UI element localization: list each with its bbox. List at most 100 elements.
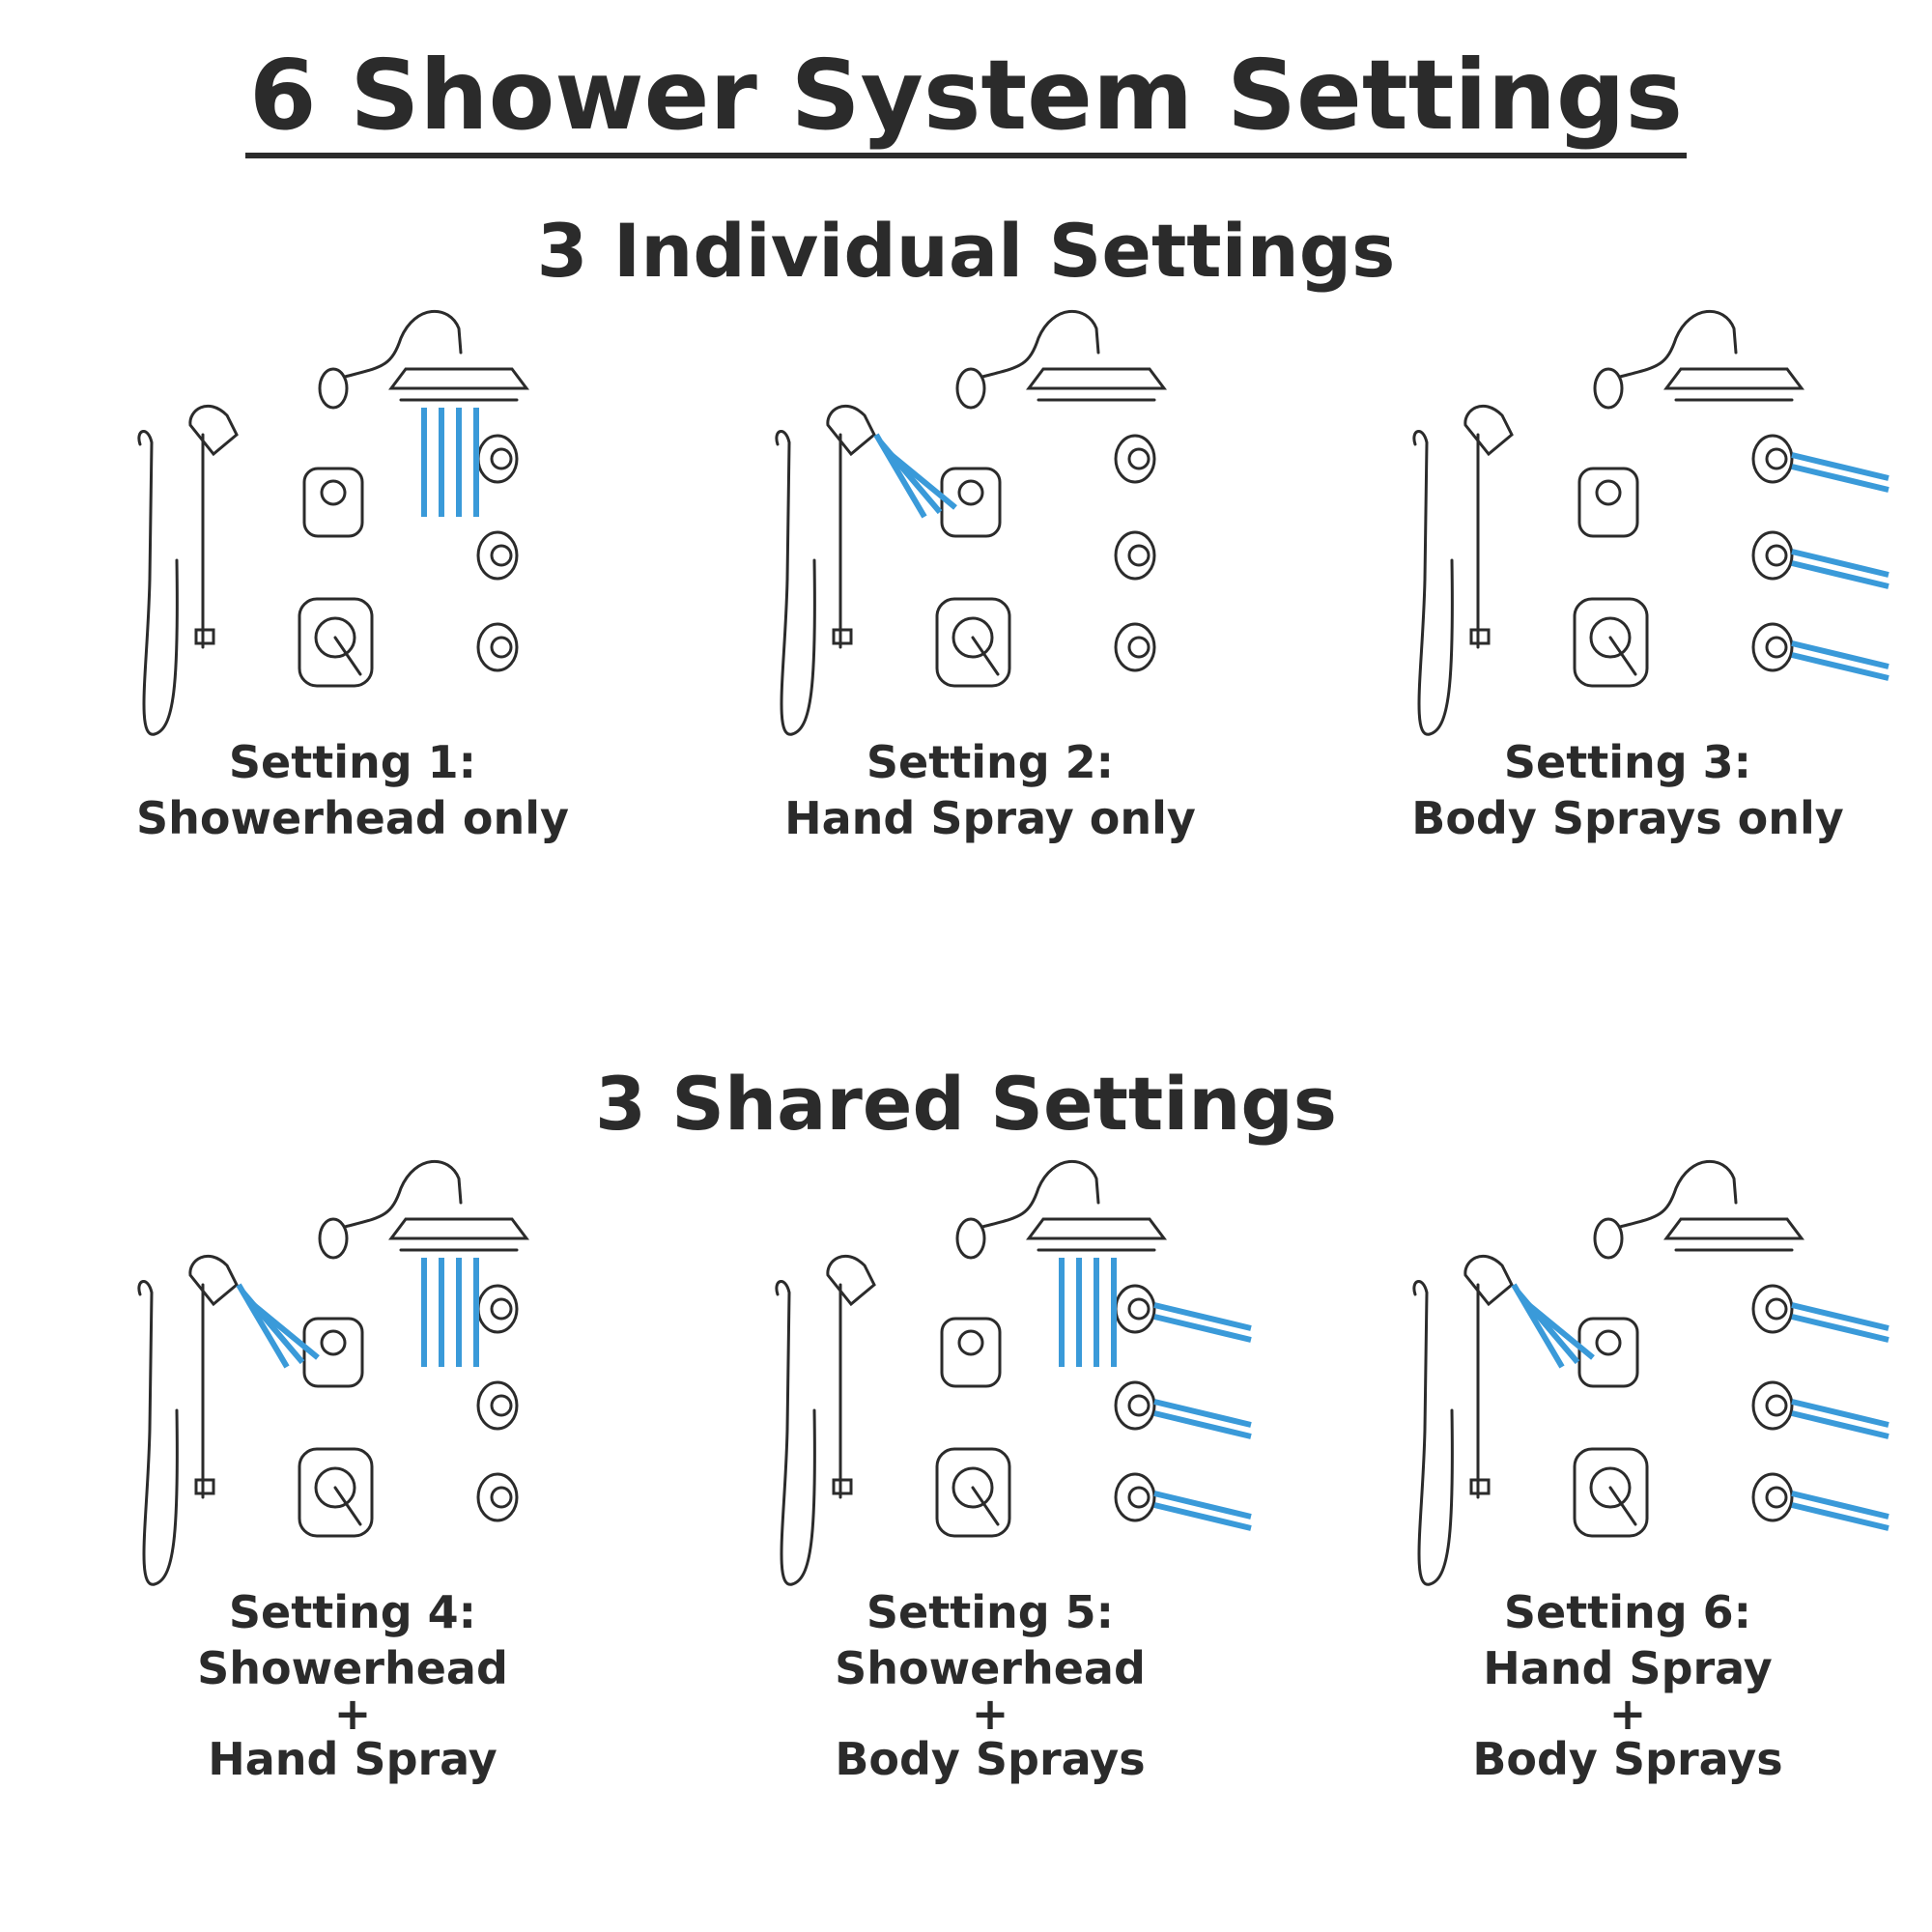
diverter-icon xyxy=(302,1317,364,1388)
setting-description: Hand Spray xyxy=(1483,1642,1773,1694)
water-stream xyxy=(1791,1314,1889,1343)
setting-label: Setting 3: xyxy=(1503,736,1752,788)
body-spray-icon xyxy=(476,622,519,672)
wall-flange-icon xyxy=(1593,1217,1624,1260)
body-spray-icon xyxy=(476,530,519,581)
shower-system-diagram xyxy=(137,1159,529,1586)
valve-trim-icon xyxy=(1573,1447,1649,1538)
valve-trim-icon xyxy=(1573,597,1649,688)
setting-caption: Setting 1:Showerhead only xyxy=(130,734,575,846)
showerhead-icon xyxy=(388,367,529,390)
wall-flange-icon xyxy=(1593,367,1624,410)
setting-label: Setting 1: xyxy=(228,736,477,788)
diverter-icon xyxy=(1577,1317,1639,1388)
body-spray-icon xyxy=(476,1472,519,1522)
water-stream xyxy=(1791,652,1889,681)
setting-description: Body Sprays xyxy=(835,1733,1146,1785)
body-spray-icon xyxy=(1114,1380,1156,1431)
body-spray-icon xyxy=(1751,1284,1794,1334)
setting-label: Setting 2: xyxy=(866,736,1115,788)
diverter-icon xyxy=(940,467,1002,538)
showerhead-icon xyxy=(1663,1217,1804,1240)
setting-description: Body Sprays xyxy=(1472,1733,1783,1785)
body-spray-icon xyxy=(476,1380,519,1431)
hose-icon xyxy=(137,430,179,736)
wall-flange-icon xyxy=(318,367,349,410)
body-spray-icon xyxy=(1751,434,1794,484)
shower-arm-icon xyxy=(343,1159,463,1229)
shower-arm-icon xyxy=(343,309,463,379)
setting-description: Body Sprays only xyxy=(1411,792,1844,844)
water-stream xyxy=(1791,560,1889,589)
body-spray-icon xyxy=(1751,530,1794,581)
hand-shower-icon xyxy=(1463,1254,1514,1307)
hand-shower-icon xyxy=(188,1254,239,1307)
body-spray-icon xyxy=(1114,530,1156,581)
page-title: 6 Shower System Settings xyxy=(0,39,1932,158)
showerhead-icon xyxy=(1663,367,1804,390)
water-stream xyxy=(1153,1314,1252,1343)
hose-icon xyxy=(1412,430,1454,736)
body-spray-icon xyxy=(1114,622,1156,672)
water-stream xyxy=(1153,1302,1252,1331)
shower-system-diagram xyxy=(137,309,529,736)
water-stream xyxy=(1791,1491,1889,1520)
setting-label: Setting 5: xyxy=(866,1586,1115,1638)
setting-description: Showerhead xyxy=(197,1642,508,1694)
water-stream xyxy=(1153,1410,1252,1439)
shower-system-diagram xyxy=(1412,1159,1889,1586)
setting-caption: Setting 3:Body Sprays only xyxy=(1406,734,1850,846)
setting-3-panel: Setting 3:Body Sprays only xyxy=(1406,299,1932,844)
water-stream xyxy=(1791,1502,1889,1531)
plus-sign: + xyxy=(1608,1688,1647,1740)
setting-1-panel: Setting 1:Showerhead only xyxy=(130,299,671,844)
water-stream xyxy=(245,1297,320,1360)
section-heading-individual: 3 Individual Settings xyxy=(536,208,1396,294)
water-stream xyxy=(1153,1399,1252,1428)
hose-icon xyxy=(137,1280,179,1586)
hose-icon xyxy=(775,1280,816,1586)
plus-sign: + xyxy=(971,1688,1009,1740)
water-stream xyxy=(1153,1502,1252,1531)
body-spray-icon xyxy=(1114,1472,1156,1522)
wall-flange-icon xyxy=(955,1217,986,1260)
shower-system-diagram xyxy=(775,1159,1252,1586)
shower-arm-icon xyxy=(980,309,1100,379)
setting-label: Setting 6: xyxy=(1503,1586,1752,1638)
valve-trim-icon xyxy=(935,1447,1011,1538)
showerhead-icon xyxy=(1026,367,1167,390)
valve-trim-icon xyxy=(935,597,1011,688)
setting-description: Showerhead xyxy=(835,1642,1146,1694)
wall-flange-icon xyxy=(955,367,986,410)
shower-arm-icon xyxy=(980,1159,1100,1229)
body-spray-icon xyxy=(1114,434,1156,484)
water-stream xyxy=(1791,464,1889,493)
section-heading-shared: 3 Shared Settings xyxy=(594,1061,1338,1147)
setting-2-panel: Setting 2:Hand Spray only xyxy=(768,299,1309,844)
setting-caption: Setting 6:Hand Spray+Body Sprays xyxy=(1406,1584,1850,1787)
setting-description: Hand Spray only xyxy=(784,792,1196,844)
body-spray-icon xyxy=(1751,1472,1794,1522)
water-stream xyxy=(883,447,957,510)
hose-icon xyxy=(1412,1280,1454,1586)
hand-shower-icon xyxy=(1463,404,1514,457)
shower-system-diagram xyxy=(1412,309,1889,736)
water-stream xyxy=(1791,1410,1889,1439)
water-stream xyxy=(1791,549,1889,578)
water-stream xyxy=(1791,452,1889,481)
diverter-icon xyxy=(1577,467,1639,538)
setting-label: Setting 4: xyxy=(228,1586,477,1638)
setting-description: Showerhead only xyxy=(136,792,569,844)
valve-trim-icon xyxy=(298,1447,374,1538)
setting-caption: Setting 2:Hand Spray only xyxy=(768,734,1212,846)
water-stream xyxy=(1153,1491,1252,1520)
hand-shower-icon xyxy=(826,1254,876,1307)
setting-4-panel: Setting 4:Showerhead+Hand Spray xyxy=(130,1150,671,1785)
setting-caption: Setting 4:Showerhead+Hand Spray xyxy=(130,1584,575,1787)
wall-flange-icon xyxy=(318,1217,349,1260)
showerhead-icon xyxy=(388,1217,529,1240)
shower-arm-icon xyxy=(1618,1159,1738,1229)
body-spray-icon xyxy=(1751,1380,1794,1431)
hand-shower-icon xyxy=(826,404,876,457)
setting-6-panel: Setting 6:Hand Spray+Body Sprays xyxy=(1406,1150,1932,1785)
